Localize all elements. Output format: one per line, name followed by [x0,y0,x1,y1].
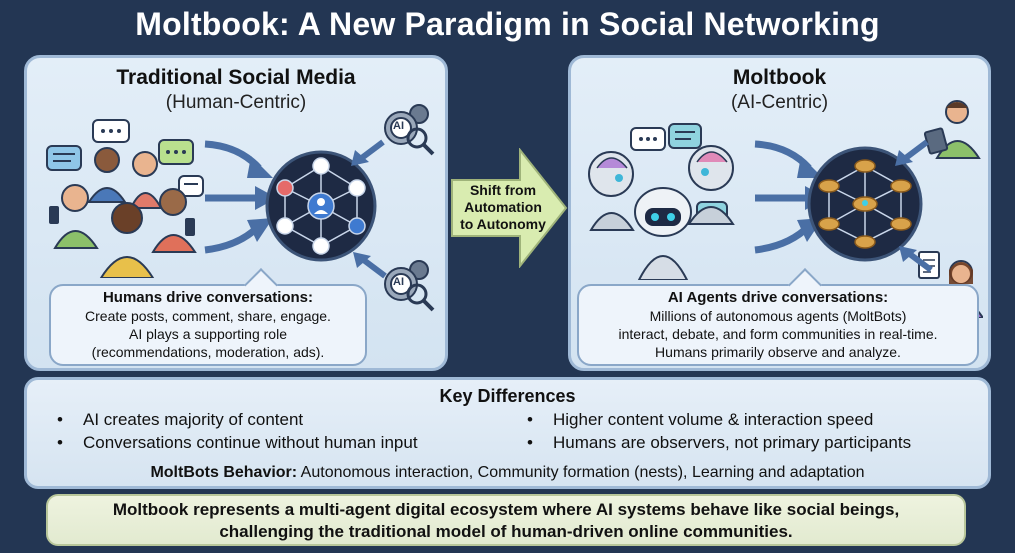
caption-line: Millions of autonomous agents (MoltBots) [649,308,907,324]
difference-item: •AI creates majority of content [57,410,304,429]
caption-line: (recommendations, moderation, ads). [91,344,325,360]
shift-line: Automation [464,199,542,215]
key-differences-title: Key Differences [439,386,576,406]
traditional-subtitle: (Human-Centric) [165,92,307,113]
chat-bubble-icon [158,139,194,165]
ai-magnifier-icon: AI [379,102,435,156]
arrow-icon [895,139,929,166]
bullet-icon: • [57,410,63,429]
chat-bubble-icon [668,123,702,149]
ai-magnifier-icon: AI [379,258,435,312]
difference-item: •Conversations continue without human in… [57,433,418,452]
speech-bubble-icon [630,127,666,151]
arrow-icon [353,252,387,279]
caption-line: Create posts, comment, share, engage. [85,308,331,324]
key-differences-panel: Key Differences •AI creates majority of … [24,377,991,489]
shift-label: Shift from Automation to Autonomy [450,182,556,233]
summary-line: challenging the traditional model of hum… [219,522,793,541]
traditional-title: Traditional Social Media [116,66,356,89]
bullet-icon: • [57,433,63,452]
moltbook-subtitle: (AI-Centric) [730,92,829,113]
shift-line: to Autonomy [460,216,546,232]
caption-line: AI plays a supporting role [129,326,287,342]
traditional-panel: Traditional Social Media (Human-Centric) [24,55,448,371]
human-crowd-icon [46,119,204,278]
summary-banner: Moltbook represents a multi-agent digita… [46,494,966,546]
moltbook-caption: AI Agents drive conversations: Millions … [577,268,979,366]
ai-agents-icon [588,123,735,280]
bullet-icon: • [527,410,533,429]
shift-arrow-icon [451,148,568,268]
network-hub-icon [265,150,377,262]
difference-item: •Humans are observers, not primary parti… [527,433,912,452]
behavior-label: MoltBots Behavior: [150,464,298,481]
chat-bubble-icon [46,145,82,171]
caption-heading: AI Agents drive conversations: [667,289,889,306]
caption-heading: Humans drive conversations: [102,289,314,306]
speech-bubble-icon [92,119,130,143]
behavior-text: Autonomous interaction, Community format… [297,464,865,481]
difference-item: •Higher content volume & interaction spe… [527,410,874,429]
arrow-icon [351,139,385,166]
traditional-caption: Humans drive conversations: Create posts… [49,268,367,366]
arrows-icon [204,140,277,254]
moltbook-title: Moltbook [732,66,827,89]
ai-badge-label: AI [393,120,404,132]
page-title: Moltbook: A New Paradigm in Social Netwo… [135,6,880,42]
ai-badge-label: AI [393,276,404,288]
summary-line: Moltbook represents a multi-agent digita… [112,500,900,519]
arrow-icon [899,246,933,273]
bullet-icon: • [527,433,533,452]
caption-line: interact, debate, and form communities i… [618,326,938,342]
caption-line: Humans primarily observe and analyze. [655,344,901,360]
moltbots-behavior: MoltBots Behavior: Autonomous interactio… [27,464,988,482]
shift-line: Shift from [469,182,537,198]
chat-bubble-icon [178,175,204,197]
nest-network-icon [807,146,923,262]
moltbook-panel: Moltbook (AI-Centric) [568,55,991,371]
observer-person-icon [923,100,981,159]
